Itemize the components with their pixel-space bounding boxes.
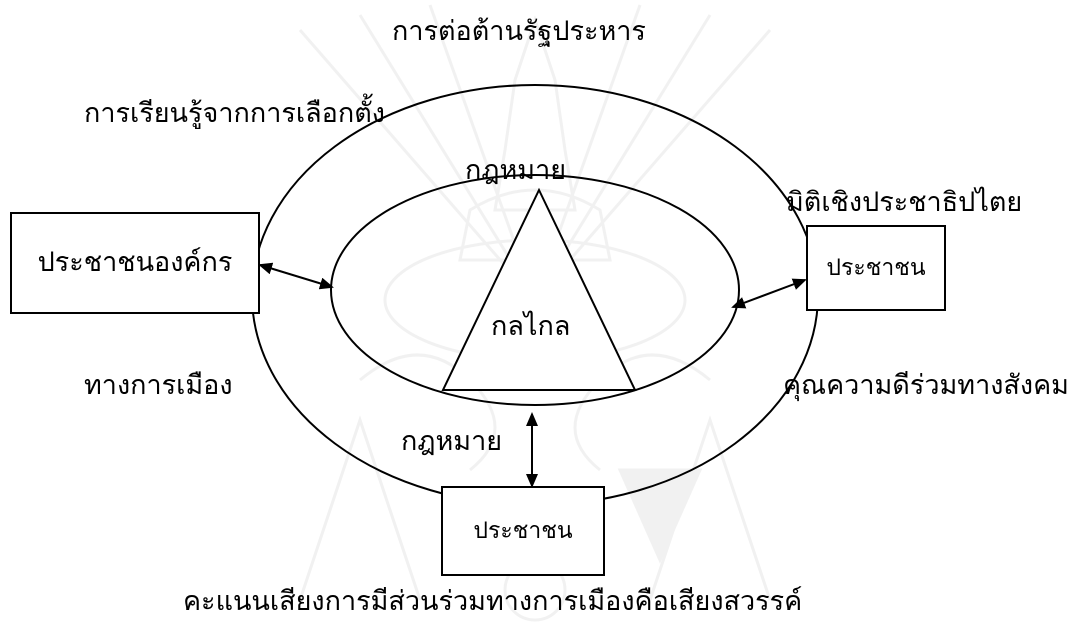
upper-right-label: มิติเชิงประชาธิปไตย	[786, 187, 1022, 219]
left-mid-label: ทางการเมือง	[84, 370, 233, 402]
left-arrow	[260, 265, 332, 287]
center-triangle	[443, 190, 635, 390]
upper-left-label: การเรียนรู้จากการเลือกตั้ง	[84, 98, 385, 130]
people-right-box: ประชาชน	[806, 225, 946, 311]
top-title-label: การต่อต้านรัฐประหาร	[392, 16, 646, 48]
people-organization-label: ประชาชนองค์กร	[38, 247, 233, 279]
people-right-label: ประชาชน	[826, 252, 925, 284]
people-bottom-label: ประชาชน	[473, 515, 572, 547]
right-mid-label: คุณความดีร่วมทางสังคม	[783, 370, 1069, 402]
people-organization-box: ประชาชนองค์กร	[10, 212, 260, 314]
footer-label: คะแนนเสียงการมีส่วนร่วมทางการเมืองคือเสี…	[183, 586, 802, 618]
center-mechanism-label: กลไกล	[491, 311, 570, 343]
right-arrow	[733, 280, 805, 307]
apex-law-label: กฎหมาย	[465, 155, 566, 187]
bottom-law-label: กฎหมาย	[401, 426, 502, 458]
people-bottom-box: ประชาชน	[441, 486, 605, 576]
